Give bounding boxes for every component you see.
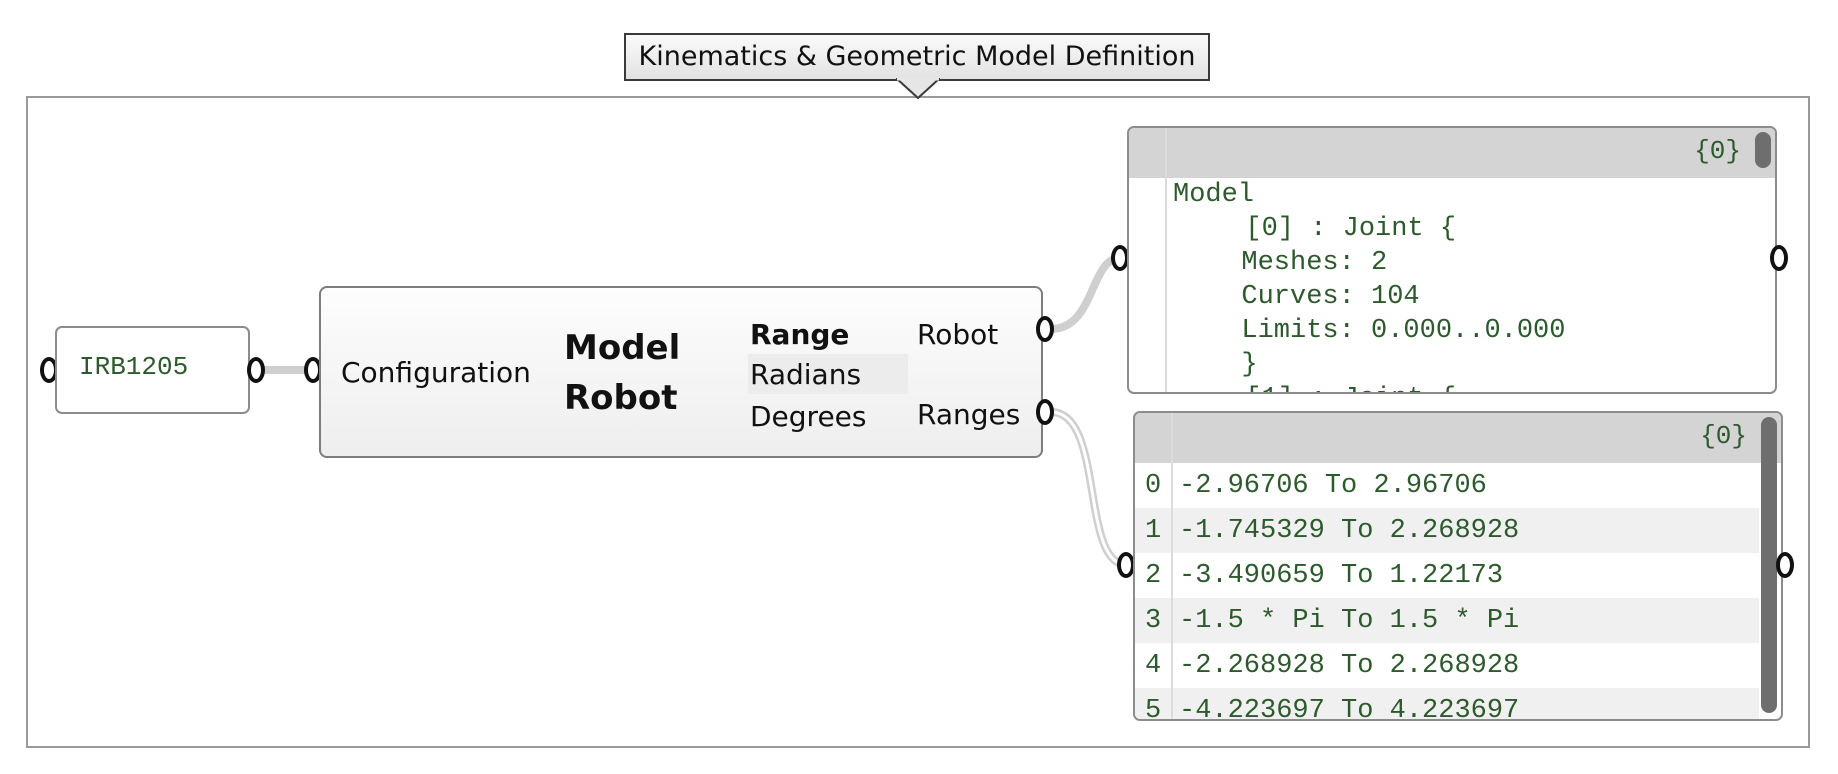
ranges-panel[interactable]: {0} 0 -2.96706 To 2.96706 1 -1.745329 To 2… [1133, 411, 1783, 721]
component-name-line1: Model [564, 328, 681, 368]
group-title[interactable]: Kinematics & Geometric Model Definition [624, 33, 1210, 81]
option-radians[interactable]: Radians [750, 358, 862, 391]
wire-robot-to-model-panel [1050, 254, 1121, 333]
model-panel-path: {0} [1694, 136, 1741, 166]
range-row: 1 -1.745329 To 2.268928 [1135, 508, 1759, 553]
model-panel[interactable]: {0} Model [0] : Joint { Meshes: 2 Curves… [1127, 126, 1777, 394]
range-index: 1 [1145, 516, 1162, 546]
option-highlight [748, 354, 908, 394]
output-ranges-label: Ranges [917, 398, 1021, 431]
model-panel-header: {0} [1129, 128, 1775, 178]
model-panel-scrollbar[interactable] [1755, 132, 1771, 168]
range-text: -1.5 * Pi To 1.5 * Pi [1179, 606, 1520, 636]
model-robot-component[interactable]: Configuration Model Robot Range Radians … [319, 286, 1043, 458]
ranges-panel-scrollbar[interactable] [1761, 417, 1777, 713]
range-text: -2.268928 To 2.268928 [1179, 651, 1520, 681]
range-text: -1.745329 To 2.268928 [1179, 516, 1520, 546]
component-name-line2: Robot [564, 378, 678, 418]
model-panel-output-grip[interactable] [1770, 245, 1788, 271]
range-text: -4.223697 To 4.223697 [1179, 696, 1520, 721]
range-option-header: Range [750, 318, 850, 351]
ranges-output-grip[interactable] [1036, 399, 1054, 425]
model-line: [1] : Joint { [1173, 382, 1565, 392]
configuration-input-label: Configuration [341, 356, 531, 389]
output-robot-label: Robot [917, 318, 999, 351]
range-row: 4 -2.268928 To 2.268928 [1135, 643, 1759, 688]
panel-output-grip[interactable] [247, 357, 265, 383]
range-index: 5 [1145, 696, 1162, 721]
range-index: 0 [1145, 471, 1162, 501]
range-row: 2 -3.490659 To 1.22173 [1135, 553, 1759, 598]
model-panel-gutter [1165, 128, 1167, 392]
range-index: 4 [1145, 651, 1162, 681]
ranges-panel-path: {0} [1700, 421, 1747, 451]
wire-ranges-to-ranges-panel [1050, 408, 1128, 569]
model-line: } [1209, 350, 1258, 380]
model-line: [0] : Joint { [1213, 214, 1457, 244]
group-title-pointer [896, 78, 940, 100]
robot-output-grip[interactable] [1036, 316, 1054, 342]
model-line: Limits: 0.000..0.000 [1209, 316, 1566, 346]
model-panel-text: Model [0] : Joint { Meshes: 2 Curves: 10… [1173, 178, 1566, 392]
range-index: 2 [1145, 561, 1162, 591]
model-line: Curves: 104 [1209, 282, 1420, 312]
range-index: 3 [1145, 606, 1162, 636]
model-line: Model [1173, 180, 1255, 210]
range-row: 3 -1.5 * Pi To 1.5 * Pi [1135, 598, 1759, 643]
range-row: 5 -4.223697 To 4.223697 [1135, 688, 1759, 721]
ranges-panel-output-grip[interactable] [1776, 552, 1794, 578]
range-row: 0 -2.96706 To 2.96706 [1135, 463, 1759, 508]
irb-panel[interactable]: IRB1205 [55, 326, 250, 414]
option-degrees[interactable]: Degrees [750, 400, 867, 433]
model-line: Meshes: 2 [1209, 248, 1388, 278]
range-text: -3.490659 To 1.22173 [1179, 561, 1504, 591]
range-text: -2.96706 To 2.96706 [1179, 471, 1487, 501]
ranges-panel-gutter [1171, 413, 1173, 719]
irb-value: IRB1205 [79, 352, 189, 382]
ranges-panel-header: {0} [1135, 413, 1781, 463]
